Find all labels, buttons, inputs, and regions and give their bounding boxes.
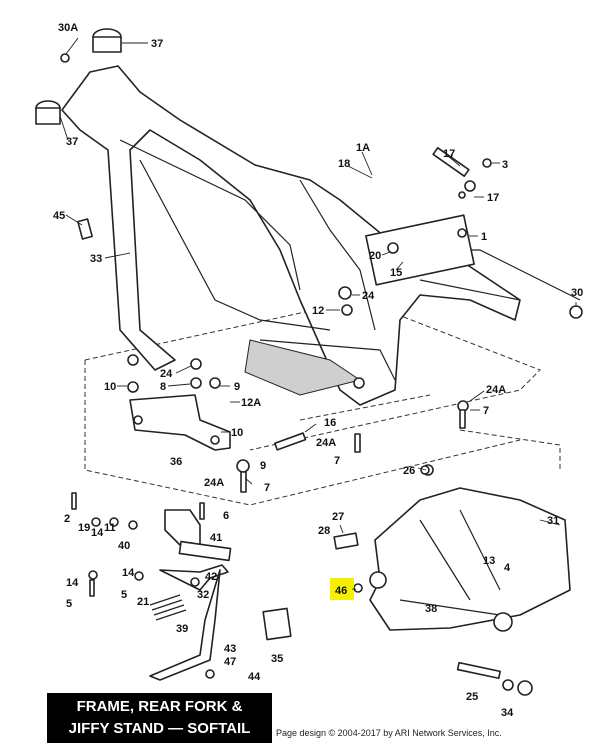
callout-40: 40 — [118, 540, 130, 552]
callout-14-d: 32 — [197, 589, 209, 601]
callout-5-b: 5 — [66, 598, 72, 610]
steering-head-parts — [35, 28, 122, 125]
callout-28: 28 — [318, 525, 330, 537]
callout-43: 47 — [224, 656, 236, 668]
callout-10-left: 10 — [104, 381, 116, 393]
callout-27: 27 — [332, 511, 344, 523]
callout-30A: 30A — [58, 22, 78, 34]
callout-14-b: 14 — [122, 567, 135, 579]
callout-3: 3 — [502, 159, 508, 171]
callout-15: 15 — [390, 267, 402, 279]
callout-17: 17 — [487, 192, 499, 204]
jiffy-stand — [71, 492, 292, 681]
callout-31: 31 — [547, 515, 559, 527]
callout-41: 41 — [210, 532, 222, 544]
leader-lines — [59, 37, 577, 590]
callout-13: 13 — [483, 555, 495, 567]
callout-30: 30 — [571, 287, 583, 299]
callout-6: 6 — [223, 510, 229, 522]
rear-fork — [333, 465, 571, 632]
callout-26: 26 — [403, 465, 415, 477]
callout-24-left: 24 — [160, 368, 173, 380]
callout-14-a: 14 — [91, 527, 104, 539]
callout-44: 35 — [271, 653, 283, 665]
callout-9: 9 — [260, 460, 266, 472]
callout-2: 2 — [64, 513, 70, 525]
title-line-2: JIFFY STAND — SOFTAIL — [68, 720, 251, 737]
callouts: 30A 37 37 18 1A 17 3 17 45 1 33 20 15 30… — [53, 22, 583, 719]
callout-14-c: 14 — [66, 577, 79, 589]
callout-25: 34 — [501, 707, 514, 719]
callout-47: 44 — [248, 671, 261, 683]
callout-19: 19 — [78, 522, 90, 534]
callout-10: 10 — [231, 427, 243, 439]
callout-24A-mid: 24A — [316, 437, 336, 449]
hardware — [77, 147, 583, 493]
callout-7-right: 7 — [483, 405, 489, 417]
callout-5-a: 5 — [121, 589, 127, 601]
callout-24A-right: 24A — [486, 384, 506, 396]
callout-37-left: 37 — [66, 136, 78, 148]
stand-bracket — [129, 394, 231, 451]
highlight-32 — [330, 578, 354, 600]
callout-7-mid: 7 — [334, 455, 340, 467]
pivot-hardware — [456, 661, 533, 696]
callout-35: 25 — [466, 691, 478, 703]
callout-4: 4 — [504, 562, 511, 574]
callout-1A: 1A — [356, 142, 370, 154]
callout-12A: 12A — [241, 397, 261, 409]
callout-36: 36 — [170, 456, 182, 468]
callout-45: 45 — [53, 210, 65, 222]
callout-1: 1 — [481, 231, 487, 243]
diagram-title-block: FRAME, REAR FORK & JIFFY STAND — SOFTAIL — [47, 693, 272, 743]
callout-24-upper: 24 — [362, 290, 375, 302]
callout-32: 46 — [335, 585, 347, 597]
callout-18: 18 — [338, 158, 350, 170]
callout-16: 16 — [324, 417, 336, 429]
callout-46: 38 — [425, 603, 437, 615]
copyright-notice: Page design © 2004-2017 by ARI Network S… — [276, 728, 502, 738]
callout-17-top: 17 — [443, 148, 455, 160]
callout-42: 42 — [205, 571, 217, 583]
callout-20: 20 — [369, 250, 381, 262]
callout-21: 21 — [137, 596, 149, 608]
callout-11: 11 — [104, 522, 116, 534]
callout-24A-low: 24A — [204, 477, 224, 489]
callout-7-low: 7 — [264, 482, 270, 494]
callout-38: 39 — [176, 623, 188, 635]
callout-39: 43 — [224, 643, 236, 655]
callout-8: 8 — [160, 381, 166, 393]
main-frame — [61, 65, 581, 406]
callout-9-top: 9 — [234, 381, 240, 393]
callout-33: 33 — [90, 253, 102, 265]
guide-lines — [84, 299, 561, 506]
callout-37-top: 37 — [151, 38, 163, 50]
callout-12: 12 — [312, 305, 324, 317]
title-line-1: FRAME, REAR FORK & — [76, 698, 243, 715]
